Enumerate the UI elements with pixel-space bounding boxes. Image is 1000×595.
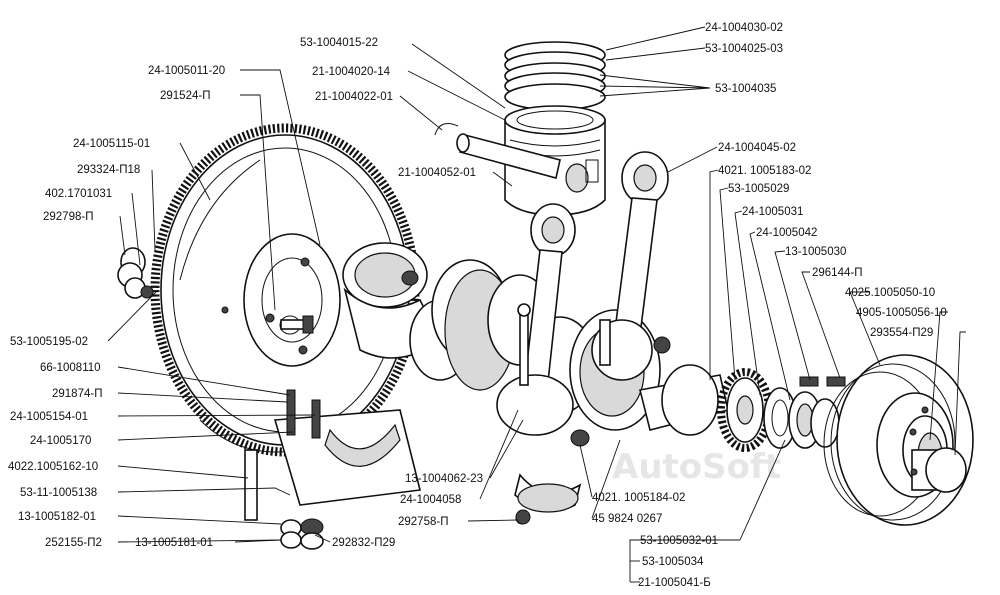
label-24-1004030-02: 24-1004030-02 xyxy=(705,22,783,34)
label-13-1005182-01: 13-1005182-01 xyxy=(18,511,96,523)
label-53-11-1005138: 53-11-1005138 xyxy=(20,487,97,499)
label-13-1005030: 13-1005030 xyxy=(785,246,846,258)
label-292798-p: 292798-П xyxy=(43,211,93,223)
label-293554-p29: 293554-П29 xyxy=(870,327,933,339)
label-252155-p2: 252155-П2 xyxy=(45,537,102,549)
label-4021-1005184-02: 4021. 1005184-02 xyxy=(592,492,685,504)
label-4905-1005056-10: 4905-1005056-10 xyxy=(856,307,947,319)
label-66-1008110: 66-1008110 xyxy=(40,362,101,374)
part-labels: 24-1004030-02 53-1004015-22 53-1004025-0… xyxy=(8,22,947,589)
label-402-1701031: 402.1701031 xyxy=(45,188,112,200)
label-53-1005032-01: 53-1005032-01 xyxy=(640,535,718,547)
label-4025-1005050-10: 4025.1005050-10 xyxy=(845,287,935,299)
label-24-1005011-20: 24-1005011-20 xyxy=(148,65,225,77)
label-13-1005181-01: 13-1005181-01 xyxy=(135,537,213,549)
piston-rings xyxy=(504,41,606,111)
label-292758-p: 292758-П xyxy=(398,516,448,528)
label-4022-1005162-10: 4022.1005162-10 xyxy=(8,461,98,473)
label-291524-p: 291524-П xyxy=(160,90,210,102)
small-fasteners xyxy=(244,449,531,550)
label-24-1005115-01: 24-1005115-01 xyxy=(73,138,150,150)
connecting-rod-left xyxy=(496,203,582,525)
label-21-1004052-01: 21-1004052-01 xyxy=(398,167,476,179)
connecting-rod-right xyxy=(591,151,671,381)
flywheel-bolt xyxy=(280,315,314,334)
timing-gear xyxy=(717,368,773,452)
label-293324-p18: 293324-П18 xyxy=(77,164,140,176)
label-13-1004062-23: 13-1004062-23 xyxy=(405,473,483,485)
label-24-1005042: 24-1005042 xyxy=(756,227,817,239)
label-53-1005034: 53-1005034 xyxy=(642,556,704,568)
label-53-1005195-02: 53-1005195-02 xyxy=(10,336,88,348)
label-53-1004035: 53-1004035 xyxy=(715,83,776,95)
crankshaft-pulley xyxy=(823,354,974,526)
watermark: AutoSoft xyxy=(612,447,781,487)
flywheel xyxy=(150,123,420,457)
main-bearing-cap xyxy=(273,389,421,506)
leader-lines xyxy=(107,26,966,583)
label-53-1005029: 53-1005029 xyxy=(728,183,789,195)
thrust-washers xyxy=(763,376,846,449)
label-53-1004025-03: 53-1004025-03 xyxy=(705,43,783,55)
label-24-1005154-01: 24-1005154-01 xyxy=(10,411,88,423)
piston-pin xyxy=(434,123,561,179)
label-24-1005031: 24-1005031 xyxy=(742,206,803,218)
label-21-1005041-b: 21-1005041-Б xyxy=(638,577,711,589)
label-24-1005170: 24-1005170 xyxy=(30,435,91,447)
sensor-bracket xyxy=(117,247,154,299)
label-21-1004022-01: 21-1004022-01 xyxy=(315,91,393,103)
label-21-1004020-14: 21-1004020-14 xyxy=(312,66,391,78)
label-53-1004015-22: 53-1004015-22 xyxy=(300,37,378,49)
label-4021-1005183-02: 4021. 1005183-02 xyxy=(718,165,811,177)
label-292832-p29: 292832-П29 xyxy=(332,537,395,549)
label-296144-p: 296144-П xyxy=(812,267,862,279)
label-45-9824-0267: 45 9824 0267 xyxy=(592,513,662,525)
label-24-1004045-02: 24-1004045-02 xyxy=(718,142,796,154)
label-24-1004058: 24-1004058 xyxy=(400,494,461,506)
label-291874-p: 291874-П xyxy=(52,388,102,400)
